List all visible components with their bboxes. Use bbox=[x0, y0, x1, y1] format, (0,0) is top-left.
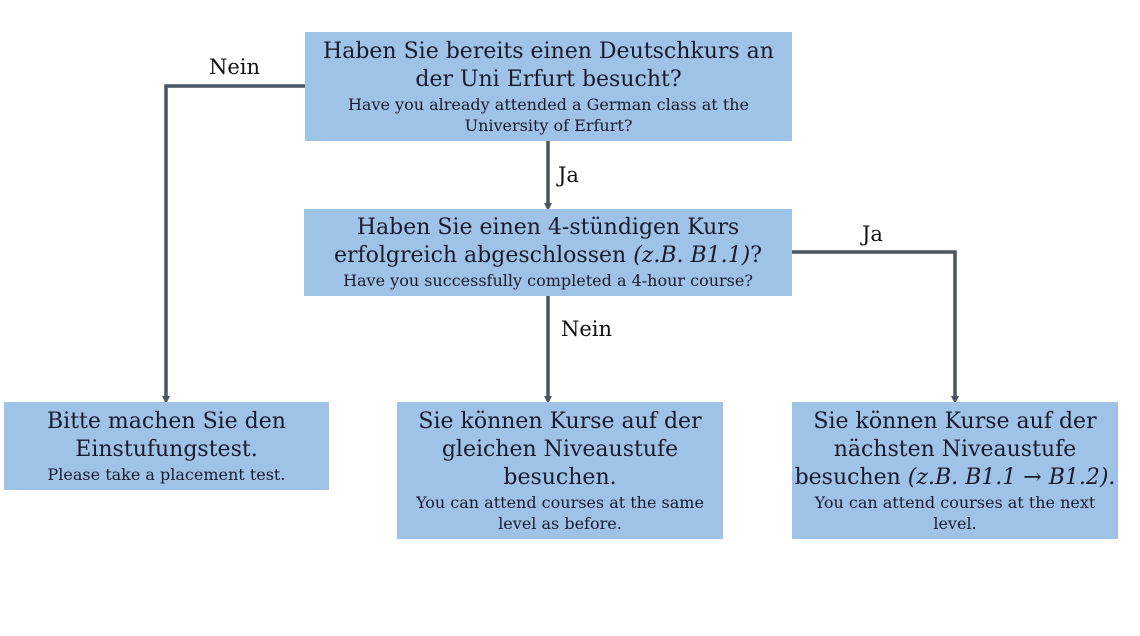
label-q2-no: Nein bbox=[561, 317, 613, 341]
r1-de-line2: Einstufungstest. bbox=[75, 436, 258, 462]
r2-en-line2: level as before. bbox=[498, 513, 622, 533]
r2-en-line1: You can attend courses at the same bbox=[416, 492, 704, 512]
r3-en-line2: level. bbox=[933, 513, 977, 533]
r3-example: (z.B. B1.1 → B1.2). bbox=[907, 464, 1116, 490]
r3-de-line3: besuchen (z.B. B1.1 → B1.2). bbox=[795, 464, 1116, 492]
r2-de-line3: besuchen. bbox=[503, 464, 617, 490]
r3-de-text: besuchen bbox=[794, 464, 908, 490]
q2-qmark: ? bbox=[750, 243, 763, 268]
q1-en-line1: Have you already attended a German class… bbox=[347, 94, 750, 114]
r3-de-line2: nächsten Niveaustufe bbox=[833, 436, 1077, 462]
r1-de-line1: Bitte machen Sie den bbox=[47, 408, 286, 434]
label-q2-yes: Ja bbox=[862, 222, 883, 246]
r3-en-line1: You can attend courses at the next bbox=[814, 492, 1096, 512]
result-placement-box: Bitte machen Sie den Einstufungstest. Pl… bbox=[4, 402, 329, 490]
arrow-q1-no bbox=[162, 84, 305, 404]
r2-de-line1: Sie können Kurse auf der bbox=[418, 408, 702, 434]
label-q1-no: Nein bbox=[209, 55, 261, 79]
q2-de-line1: Haben Sie einen 4-stündigen Kurs bbox=[356, 215, 740, 240]
q2-example: (z.B. B1.1) bbox=[633, 243, 751, 268]
question-2-box: Haben Sie einen 4-stündigen Kurs erfolgr… bbox=[304, 209, 792, 296]
q2-en: Have you successfully completed a 4-hour… bbox=[343, 271, 753, 290]
question-1-box: Haben Sie bereits einen Deutschkurs an d… bbox=[305, 32, 792, 141]
result-next-level-box: Sie können Kurse auf der nächsten Niveau… bbox=[792, 402, 1118, 539]
q2-de-line2: erfolgreich abgeschlossen (z.B. B1.1)? bbox=[334, 242, 762, 270]
result-same-level-box: Sie können Kurse auf der gleichen Niveau… bbox=[397, 402, 723, 539]
q2-de-text: erfolgreich abgeschlossen bbox=[333, 243, 634, 268]
q1-de-line1: Haben Sie bereits einen Deutschkurs an bbox=[323, 38, 774, 64]
r3-de-line1: Sie können Kurse auf der bbox=[813, 408, 1097, 434]
q1-en-line2: University of Erfurt? bbox=[464, 115, 633, 135]
r1-en: Please take a placement test. bbox=[47, 464, 286, 484]
arrow-q2-yes bbox=[792, 250, 959, 404]
r2-de-line2: gleichen Niveaustufe bbox=[441, 436, 679, 462]
q1-de-line2: der Uni Erfurt besucht? bbox=[415, 66, 682, 92]
label-q1-yes: Ja bbox=[558, 163, 579, 187]
